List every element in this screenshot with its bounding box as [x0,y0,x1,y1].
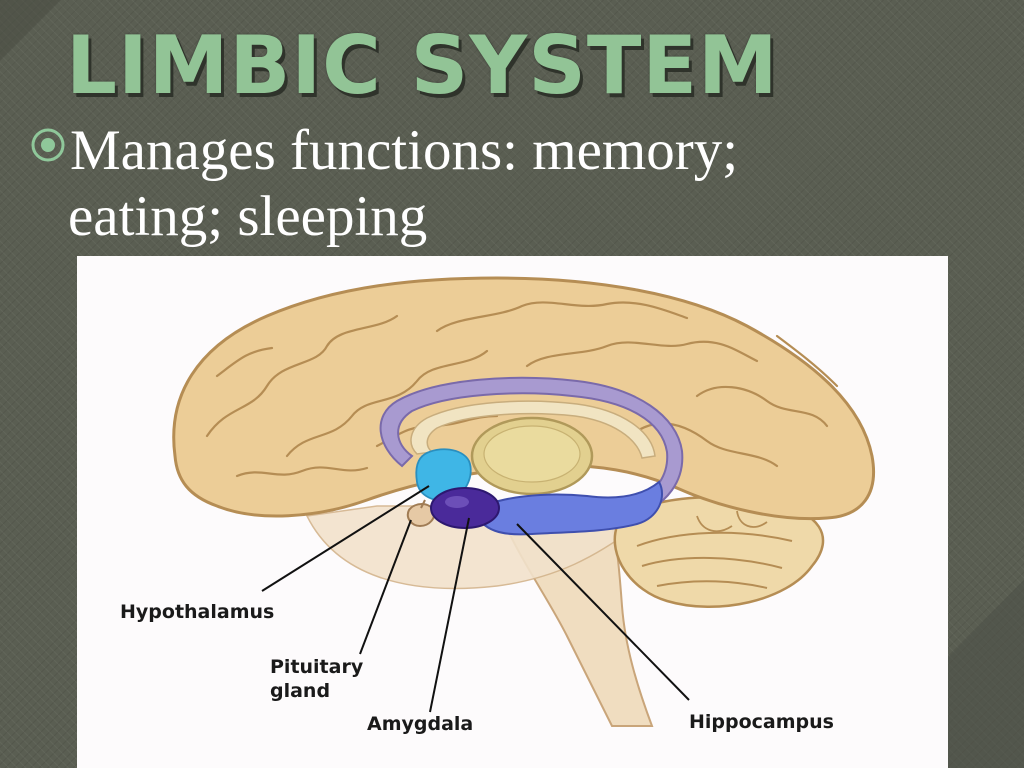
label-amygdala: Amygdala [367,713,473,735]
label-pituitary-line1: Pituitary [270,656,364,678]
circled-dot-icon [31,128,65,162]
label-leader-lines [261,485,690,713]
brain-diagram: Hypothalamus Pituitary gland Amygdala Hi… [77,256,948,768]
cerebellum [613,496,825,608]
label-pituitary-line2: gland [270,680,330,702]
label-hypothalamus: Hypothalamus [120,601,274,623]
amygdala [430,487,500,529]
hippocampus [473,480,664,536]
fornix [410,400,656,459]
label-hippocampus: Hippocampus [689,711,834,733]
bullet-text-line1: Manages functions: memory; [70,119,739,182]
slide-title: Limbic System [66,19,779,112]
bullet-text-line2: eating; sleeping [68,185,428,248]
bullet-item: Manages functions: memory; eating; sleep… [30,118,990,250]
